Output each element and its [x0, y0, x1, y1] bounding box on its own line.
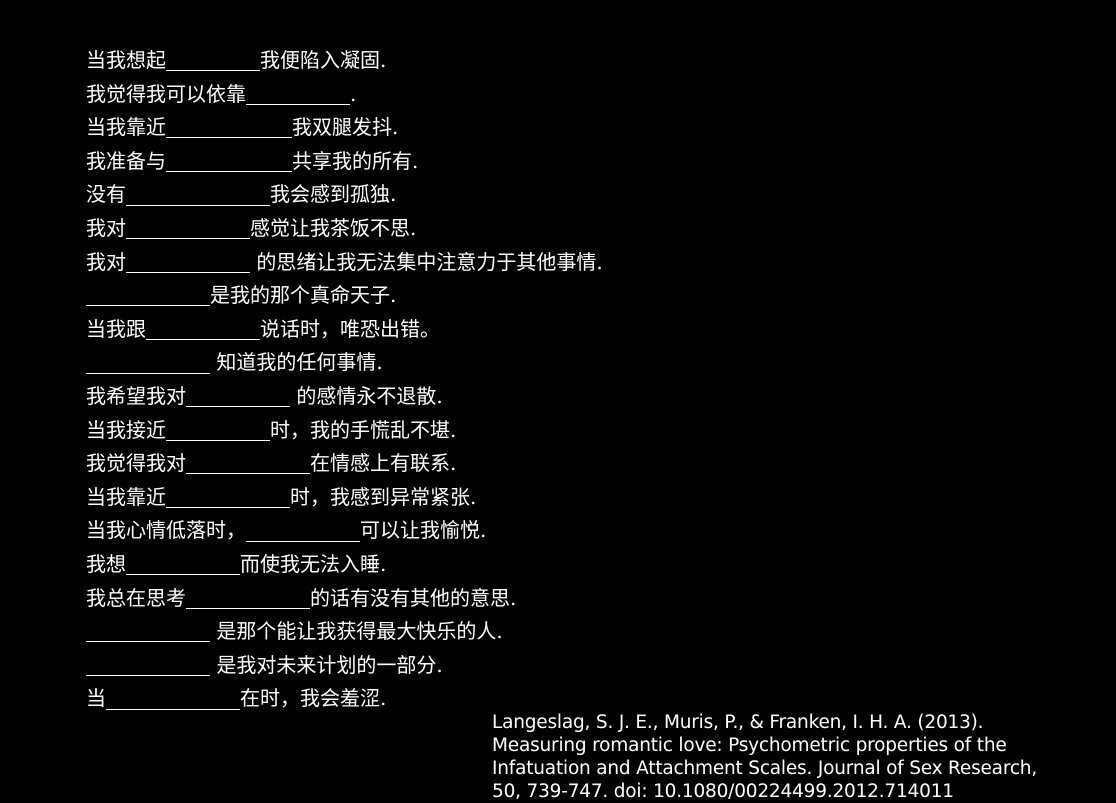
questionnaire-item: 是那个能让我获得最大快乐的人.	[86, 615, 603, 649]
fill-in-blank	[166, 485, 290, 509]
fill-in-blank	[126, 183, 270, 206]
questionnaire-item: 当我接近 时，我的手慌乱不堪.	[86, 414, 603, 448]
questionnaire-item: 我希望我对 的感情永不退散.	[86, 380, 603, 414]
fill-in-blank	[246, 82, 350, 105]
item-text-after: 的话有没有其他的意思.	[310, 585, 517, 610]
citation: Langeslag, S. J. E., Muris, P., & Franke…	[492, 711, 1112, 803]
item-text-before: 我准备与	[86, 148, 166, 173]
item-text-after: 我会感到孤独.	[270, 182, 397, 207]
questionnaire-item: 当我靠近 时，我感到异常紧张.	[86, 481, 603, 515]
questionnaire-item: 我对 的思绪让我无法集中注意力于其他事情.	[86, 246, 603, 280]
fill-in-blank	[146, 317, 260, 341]
item-text-before: 我希望我对	[86, 383, 186, 408]
item-text-before: 当我跟	[86, 316, 146, 341]
questionnaire-item: 是我的那个真命天子.	[86, 279, 603, 313]
item-text-after: 时，我感到异常紧张.	[290, 484, 477, 509]
citation-line: Measuring romantic love: Psychometric pr…	[492, 735, 1007, 756]
questionnaire-item: 我觉得我对 在情感上有联系.	[86, 447, 603, 481]
citation-line: 50, 739-747. doi: 10.1080/00224499.2012.…	[492, 781, 954, 802]
item-text-before: 当我靠近	[86, 115, 166, 140]
item-text-after: 是那个能让我获得最大快乐的人.	[210, 619, 503, 644]
citation-line: Langeslag, S. J. E., Muris, P., & Franke…	[492, 712, 984, 733]
item-text-before: 当我接近	[86, 417, 166, 442]
fill-in-blank	[186, 586, 310, 609]
item-text-before: 当我靠近	[86, 484, 166, 509]
fill-in-blank	[86, 619, 210, 643]
questionnaire-item: 我总在思考 的话有没有其他的意思.	[86, 582, 603, 616]
fill-in-blank	[166, 115, 292, 139]
item-text-after: 我双腿发抖.	[292, 115, 399, 140]
fill-in-blank	[106, 687, 240, 710]
questionnaire-item: 我对 感觉让我茶饭不思.	[86, 212, 603, 246]
questionnaire-item: 当我靠近 我双腿发抖.	[86, 111, 603, 145]
questionnaire-item: 是我对未来计划的一部分.	[86, 649, 603, 683]
fill-in-blank	[126, 250, 250, 273]
fill-in-blank	[166, 149, 292, 173]
questionnaire-items: 当我想起 我便陷入凝固. 我觉得我可以依靠. 当我靠近 我双腿发抖. 我准备与 共享我的所有…	[86, 44, 603, 716]
fill-in-blank	[86, 653, 210, 676]
item-text-after: .	[350, 81, 357, 106]
fill-in-blank	[86, 283, 210, 307]
item-text-after: 是我对未来计划的一部分.	[210, 652, 443, 677]
item-text-before: 我想	[86, 551, 126, 576]
item-text-after: 时，我的手慌乱不堪.	[270, 417, 457, 442]
item-text-after: 感觉让我茶饭不思.	[250, 215, 417, 240]
item-text-before: 我对	[86, 249, 126, 274]
questionnaire-item: 当我跟 说话时，唯恐出错。	[86, 313, 603, 347]
item-text-before: 我觉得我可以依靠	[86, 81, 246, 106]
fill-in-blank	[186, 451, 310, 475]
item-text-before: 我总在思考	[86, 585, 186, 610]
fill-in-blank	[166, 48, 260, 72]
item-text-after: 共享我的所有.	[292, 148, 419, 173]
item-text-before: 当	[86, 686, 106, 711]
item-text-after: 而使我无法入睡.	[240, 551, 387, 576]
fill-in-blank	[126, 216, 250, 240]
item-text-after: 的思绪让我无法集中注意力于其他事情.	[250, 249, 603, 274]
questionnaire-item: 知道我的任何事情.	[86, 346, 603, 380]
questionnaire-item: 我准备与 共享我的所有.	[86, 145, 603, 179]
item-text-after: 可以让我愉悦.	[360, 518, 487, 543]
fill-in-blank	[86, 351, 210, 374]
item-text-before: 当我心情低落时，	[86, 518, 246, 543]
item-text-after: 是我的那个真命天子.	[210, 283, 397, 308]
questionnaire-item: 我觉得我可以依靠.	[86, 78, 603, 112]
questionnaire-item: 我想 而使我无法入睡.	[86, 548, 603, 582]
item-text-after: 我便陷入凝固.	[260, 48, 387, 72]
questionnaire-item: 没有 我会感到孤独.	[86, 178, 603, 212]
item-text-after: 在时，我会羞涩.	[240, 686, 387, 711]
item-text-before: 当我想起	[86, 48, 166, 72]
fill-in-blank	[126, 552, 240, 576]
questionnaire-item: 当我想起 我便陷入凝固.	[86, 44, 603, 78]
item-text-before: 没有	[86, 182, 126, 207]
item-text-after: 说话时，唯恐出错。	[260, 316, 440, 341]
item-text-before: 我对	[86, 215, 126, 240]
item-text-after: 在情感上有联系.	[310, 451, 457, 476]
item-text-after: 知道我的任何事情.	[210, 350, 383, 375]
citation-line: Infatuation and Attachment Scales. Journ…	[492, 758, 1037, 779]
item-text-after: 的感情永不退散.	[290, 383, 443, 408]
questionnaire-item: 当我心情低落时， 可以让我愉悦.	[86, 514, 603, 548]
fill-in-blank	[246, 519, 360, 542]
fill-in-blank	[166, 418, 270, 441]
item-text-before: 我觉得我对	[86, 451, 186, 476]
fill-in-blank	[186, 384, 290, 408]
questionnaire-item: 当 在时，我会羞涩.	[86, 682, 603, 716]
